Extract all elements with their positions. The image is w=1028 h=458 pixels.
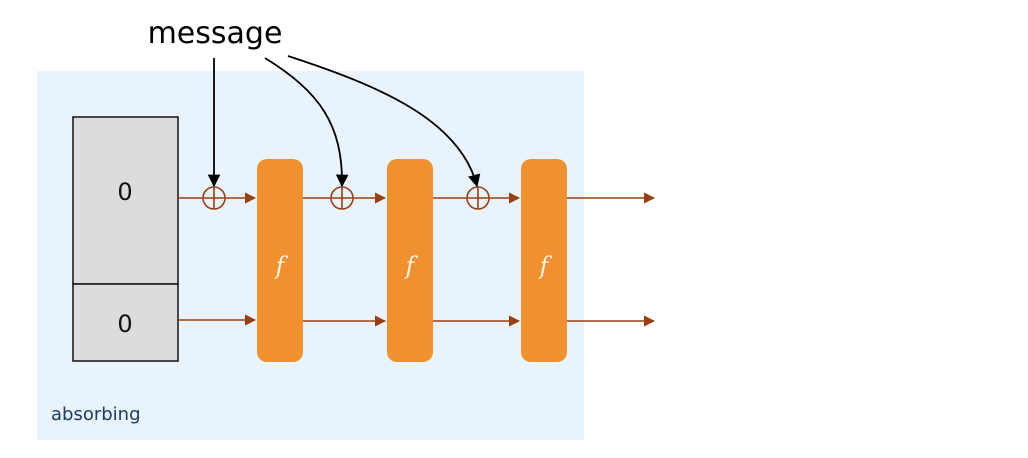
message-label: message (148, 16, 283, 51)
xor-icon (202, 186, 226, 210)
state-capacity-value: 0 (117, 310, 132, 338)
state-rate-value: 0 (117, 178, 132, 206)
permutation-block (521, 159, 567, 362)
xor-icon (330, 186, 354, 210)
permutation-block (387, 159, 433, 362)
message-arrow (264, 57, 349, 188)
xor-icon (466, 186, 490, 210)
state-capacity-box (72, 283, 179, 362)
phase-label: absorbing (51, 404, 141, 425)
message-arrow (287, 55, 481, 188)
permutation-block (257, 159, 303, 362)
state-rate-box (72, 116, 179, 285)
